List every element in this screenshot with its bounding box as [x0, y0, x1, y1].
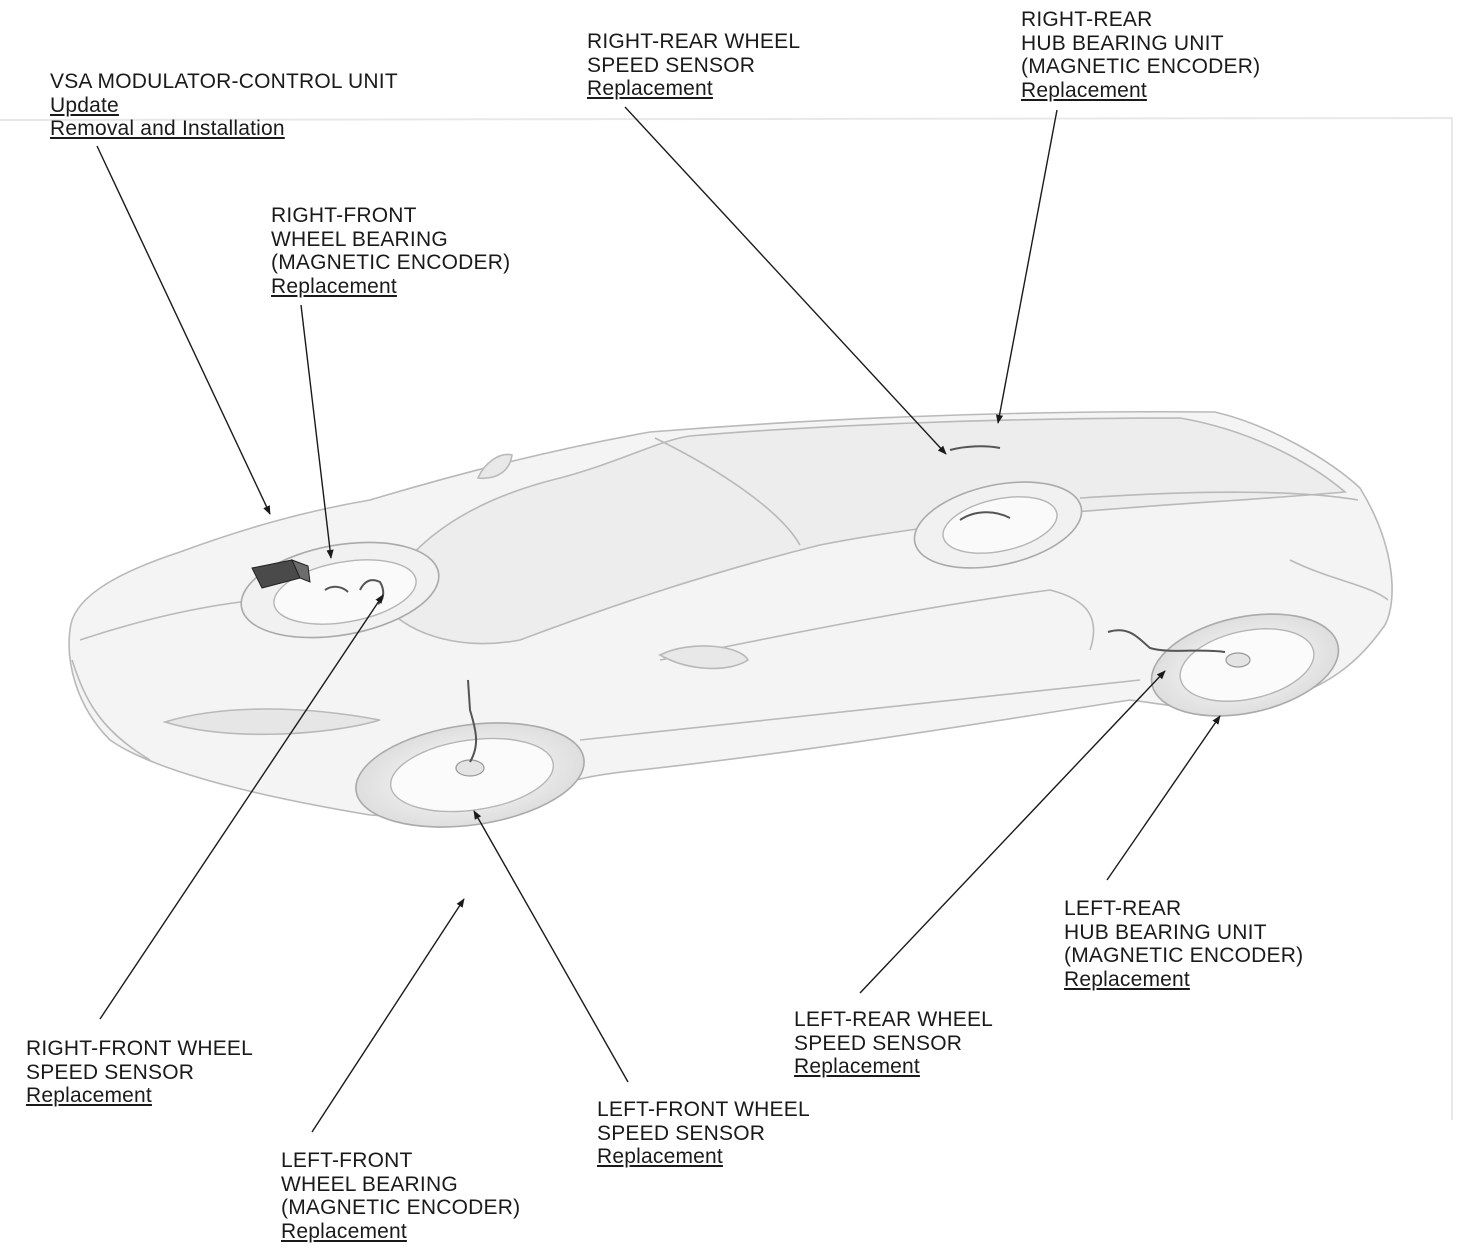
left-rear-harness: [1107, 629, 1226, 653]
leader-lines: [96, 106, 1221, 1133]
callout-right-front-wheel-speed-sensor: RIGHT-FRONT WHEEL SPEED SENSOR Replaceme…: [26, 1037, 253, 1108]
callout-left-front-wheel-speed-sensor: LEFT-FRONT WHEEL SPEED SENSOR Replacemen…: [597, 1098, 810, 1169]
replacement-link[interactable]: Replacement: [271, 274, 397, 298]
callout-title-line: HUB BEARING UNIT: [1021, 31, 1224, 55]
leader-left-rear-hub: [1106, 715, 1221, 881]
rear-hatch-line: [1079, 491, 1359, 501]
callout-right-rear-hub-bearing: RIGHT-REAR HUB BEARING UNIT (MAGNETIC EN…: [1021, 8, 1260, 102]
side-mirror: [658, 645, 750, 670]
replacement-link[interactable]: Replacement: [794, 1055, 920, 1078]
left-front-hub: [455, 759, 485, 777]
right-front-bearing: [324, 585, 349, 593]
right-rear-sensor: [959, 511, 1011, 521]
left-rear-wheel: [1150, 613, 1340, 717]
left-front-harness: [467, 679, 477, 763]
callout-title-line: LEFT-REAR: [1064, 897, 1182, 920]
callout-title-line: SPEED SENSOR: [597, 1121, 766, 1145]
right-rear-rim: [942, 496, 1058, 554]
callout-vsa-modulator: VSA MODULATOR-CONTROL UNIT Update Remova…: [50, 70, 398, 141]
callout-title-line: RIGHT-REAR WHEEL: [587, 30, 801, 53]
headlight: [162, 708, 381, 736]
callout-title-line: RIGHT-FRONT WHEEL: [26, 1037, 254, 1060]
callout-title-line: SPEED SENSOR: [26, 1060, 195, 1084]
leader-right-rear-sensor: [624, 106, 947, 455]
grille: [71, 659, 151, 761]
leader-right-front-bearing: [300, 304, 334, 559]
callout-title-line: WHEEL BEARING: [281, 1172, 458, 1196]
sensor-components: [324, 445, 1226, 763]
replacement-link[interactable]: Replacement: [1021, 78, 1147, 102]
callout-title-line: (MAGNETIC ENCODER): [271, 251, 511, 274]
callout-title-line: SPEED SENSOR: [587, 53, 756, 77]
callout-left-front-wheel-bearing: LEFT-FRONT WHEEL BEARING (MAGNETIC ENCOD…: [281, 1149, 520, 1243]
background-frame: [0, 116, 1453, 1120]
glass-canopy: [379, 417, 1347, 645]
leader-right-front-sensor: [99, 594, 384, 1020]
replacement-link[interactable]: Replacement: [1064, 967, 1190, 991]
callout-title-line: RIGHT-REAR: [1021, 8, 1153, 31]
rocker-line: [579, 679, 1141, 741]
callout-title-line: LEFT-FRONT WHEEL: [597, 1098, 810, 1121]
callout-title-line: VSA MODULATOR-CONTROL UNIT: [50, 70, 398, 93]
leader-left-rear-sensor: [859, 670, 1166, 994]
vsa-modulator-bracket: [291, 559, 311, 583]
callout-title-line: (MAGNETIC ENCODER): [1064, 944, 1304, 967]
leader-left-front-bearing: [311, 898, 465, 1133]
right-rear-wheel: [913, 481, 1083, 569]
door-line: [659, 589, 1095, 661]
callout-title-line: LEFT-REAR WHEEL: [794, 1008, 994, 1031]
callout-title-line: SPEED SENSOR: [794, 1031, 963, 1055]
callout-title-line: RIGHT-FRONT: [271, 204, 417, 227]
replacement-link[interactable]: Replacement: [587, 77, 713, 100]
replacement-link[interactable]: Replacement: [597, 1145, 723, 1168]
leader-vsa: [96, 145, 271, 515]
rear-bumper-line: [1289, 559, 1389, 601]
replacement-link[interactable]: Replacement: [26, 1084, 152, 1107]
callout-title-line: HUB BEARING UNIT: [1064, 920, 1267, 944]
callout-right-rear-wheel-speed-sensor: RIGHT-REAR WHEEL SPEED SENSOR Replacemen…: [587, 30, 800, 101]
callout-title-line: WHEEL BEARING: [271, 227, 448, 251]
leader-right-rear-hub: [995, 109, 1058, 424]
removal-installation-link[interactable]: Removal and Installation: [50, 117, 285, 140]
vsa-modulator-unit: [251, 559, 311, 589]
leader-left-front-sensor: [473, 810, 629, 1083]
callout-title-line: (MAGNETIC ENCODER): [281, 1196, 521, 1219]
update-link[interactable]: Update: [50, 93, 119, 117]
callout-right-front-wheel-bearing: RIGHT-FRONT WHEEL BEARING (MAGNETIC ENCO…: [271, 204, 510, 298]
left-rear-hub: [1225, 652, 1251, 668]
callout-left-rear-hub-bearing: LEFT-REAR HUB BEARING UNIT (MAGNETIC ENC…: [1064, 897, 1303, 991]
callout-title-line: (MAGNETIC ENCODER): [1021, 55, 1261, 78]
replacement-link[interactable]: Replacement: [281, 1219, 407, 1243]
callout-left-rear-wheel-speed-sensor: LEFT-REAR WHEEL SPEED SENSOR Replacement: [794, 1008, 993, 1079]
roof-line: [654, 437, 801, 546]
callout-title-line: LEFT-FRONT: [281, 1149, 413, 1172]
left-front-wheel: [355, 722, 585, 828]
right-mirror: [476, 453, 513, 480]
right-rear-bracket: [949, 445, 1001, 451]
